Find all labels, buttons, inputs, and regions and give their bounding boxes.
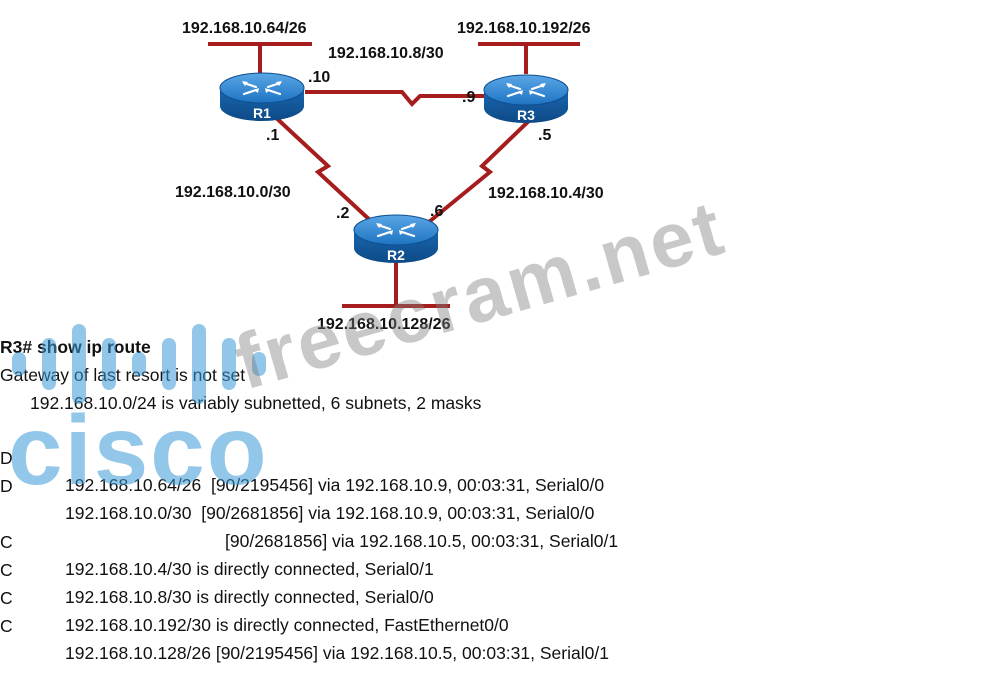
subnet-label-r3-lan: 192.168.10.192/26 — [457, 20, 591, 37]
route-row: D 192.168.10.0/30 [90/2681856] via 192.1… — [0, 446, 998, 554]
route-code: D — [0, 448, 13, 468]
r1-lan-segment — [208, 42, 312, 74]
route-row: [90/2681856] via 192.168.10.5, 00:03:31,… — [0, 474, 998, 582]
route-code: C — [0, 560, 13, 580]
interface-label-r2-to-r1: .2 — [336, 205, 349, 222]
serial-link-r3-r2 — [422, 114, 536, 228]
cli-gateway-line: Gateway of last resort is not set — [0, 365, 246, 385]
subnet-label-r1-r3: 192.168.10.8/30 — [328, 45, 444, 62]
interface-label-r1-to-r2: .1 — [266, 127, 279, 144]
subnet-label-r1-r2: 192.168.10.0/30 — [175, 184, 291, 201]
serial-link-r1-r3 — [305, 90, 484, 107]
interface-label-r3-to-r2: .5 — [538, 127, 551, 144]
route-text: 192.168.10.128/26 [90/2195456] via 192.1… — [65, 643, 609, 663]
route-row: D 192.168.10.64/26 [90/2195456] via 192.… — [0, 418, 998, 526]
network-topology-diagram: R1 R3 R2 192.168.10.64/26 192.168.10.192… — [175, 20, 604, 333]
router-label-r1: R1 — [253, 105, 271, 121]
subnet-label-r2-lan: 192.168.10.128/26 — [317, 316, 451, 333]
interface-label-r2-to-r3: .6 — [430, 203, 443, 220]
cli-prompt: R3# show ip route — [0, 337, 151, 357]
router-label-r2: R2 — [387, 247, 405, 263]
route-code: C — [0, 616, 13, 636]
route-row: C 192.168.10.4/30 is directly connected,… — [0, 502, 998, 610]
router-label-r3: R3 — [517, 107, 535, 123]
route-row: C 192.168.10.128/26 [90/2195456] via 192… — [0, 586, 998, 694]
route-code: D — [0, 476, 13, 496]
route-text: [90/2681856] via 192.168.10.5, 00:03:31,… — [225, 531, 619, 551]
r3-lan-segment — [478, 42, 580, 74]
interface-label-r3-to-r1: .9 — [462, 89, 475, 106]
serial-link-r1-r2 — [270, 112, 374, 224]
cli-summary-line: 192.168.10.0/24 is variably subnetted, 6… — [30, 393, 482, 413]
r2-lan-segment — [342, 262, 450, 308]
route-text: 192.168.10.0/30 [90/2681856] via 192.168… — [65, 503, 595, 523]
route-code: C — [0, 532, 13, 552]
route-text: 192.168.10.64/26 [90/2195456] via 192.16… — [65, 475, 605, 495]
subnet-label-r3-r2: 192.168.10.4/30 — [488, 185, 604, 202]
router-r3: R3 — [482, 73, 570, 125]
router-r1: R1 — [218, 71, 306, 123]
interface-label-r1-to-r3: .10 — [308, 69, 330, 86]
route-text: 192.168.10.4/30 is directly connected, S… — [65, 559, 434, 579]
subnet-label-r1-lan: 192.168.10.64/26 — [182, 20, 307, 37]
router-r2: R2 — [352, 213, 440, 265]
